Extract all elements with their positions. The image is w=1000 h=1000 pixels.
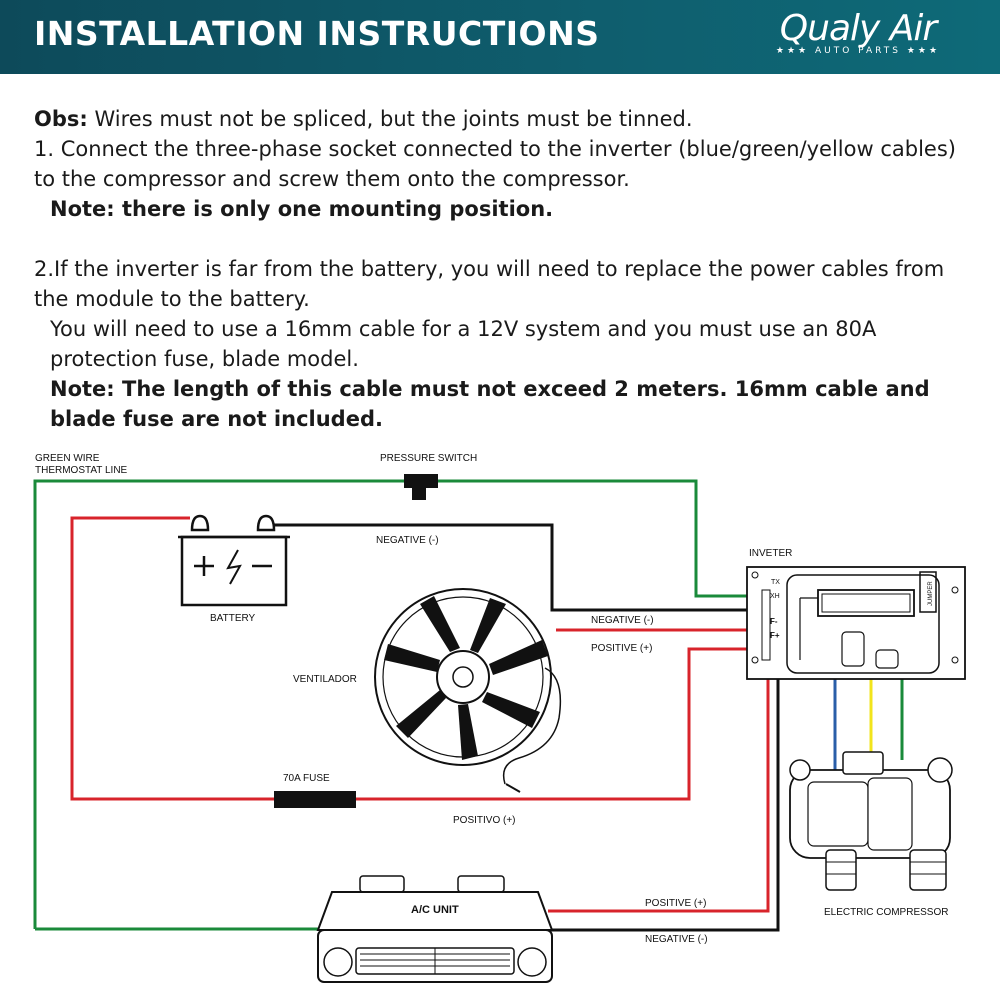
ac-unit-label: A/C UNIT <box>411 904 459 916</box>
ventilador-label: VENTILADOR <box>293 674 357 685</box>
page-title: INSTALLATION INSTRUCTIONS <box>34 14 600 53</box>
pressure-switch <box>404 474 438 500</box>
jumper-label: JUMPER <box>928 581 934 606</box>
note-1-text: Note: there is only one mounting positio… <box>50 197 554 221</box>
note-2-text: Note: The length of this cable must not … <box>50 377 930 431</box>
positivo-label: POSITIVO (+) <box>453 815 516 826</box>
step-2: 2.If the inverter is far from the batter… <box>34 257 945 311</box>
battery-label: BATTERY <box>210 613 256 624</box>
red-wire <box>70 516 770 913</box>
logo-wordmark: Qualy Air <box>779 8 937 49</box>
pin-tx: TX <box>771 579 780 586</box>
negative-top-label: NEGATIVE (-) <box>376 535 439 546</box>
brand-logo: Qualy Air ★★★ AUTO PARTS ★★★ <box>768 8 948 56</box>
negative-inv-label: NEGATIVE (-) <box>591 615 654 626</box>
pin-f-plus: F+ <box>770 631 780 640</box>
obs-text: Wires must not be spliced, but the joint… <box>87 107 693 131</box>
inverter-label: INVETER <box>749 548 792 559</box>
fan-icon <box>374 588 562 793</box>
obs-label: Obs: <box>34 107 88 131</box>
pin-f-minus: F- <box>770 617 778 626</box>
pressure-switch-label: PRESSURE SWITCH <box>380 453 477 464</box>
compressor-icon <box>789 751 953 891</box>
inverter-module <box>746 566 966 680</box>
step-1: 1. Connect the three-phase socket connec… <box>34 137 956 191</box>
obs-line: Obs: Wires must not be spliced, but the … <box>34 104 974 134</box>
compressor-label: ELECTRIC COMPRESSOR <box>824 907 948 918</box>
note-1: Note: there is only one mounting positio… <box>34 194 974 224</box>
logo-tagline: ★★★ AUTO PARTS ★★★ <box>775 46 941 56</box>
positive-inv-label: POSITIVE (+) <box>591 643 652 654</box>
instructions-text: Obs: Wires must not be spliced, but the … <box>34 104 974 434</box>
pin-xh: XH <box>770 593 780 600</box>
fuse-icon <box>274 791 356 808</box>
battery-icon <box>178 514 290 607</box>
black-wire <box>270 523 780 932</box>
fuse-label: 70A FUSE <box>283 773 330 784</box>
thermostat-line-label: THERMOSTAT LINE <box>35 465 128 476</box>
header-bar: INSTALLATION INSTRUCTIONS Qualy Air ★★★ … <box>0 0 1000 74</box>
green-wire-label: GREEN WIRE <box>35 453 100 464</box>
positive-ac-label: POSITIVE (+) <box>645 898 706 909</box>
step-2b: You will need to use a 16mm cable for a … <box>50 317 877 371</box>
ac-unit-icon <box>316 875 554 983</box>
negative-ac-label: NEGATIVE (-) <box>645 934 708 945</box>
note-2: Note: The length of this cable must not … <box>34 374 974 434</box>
